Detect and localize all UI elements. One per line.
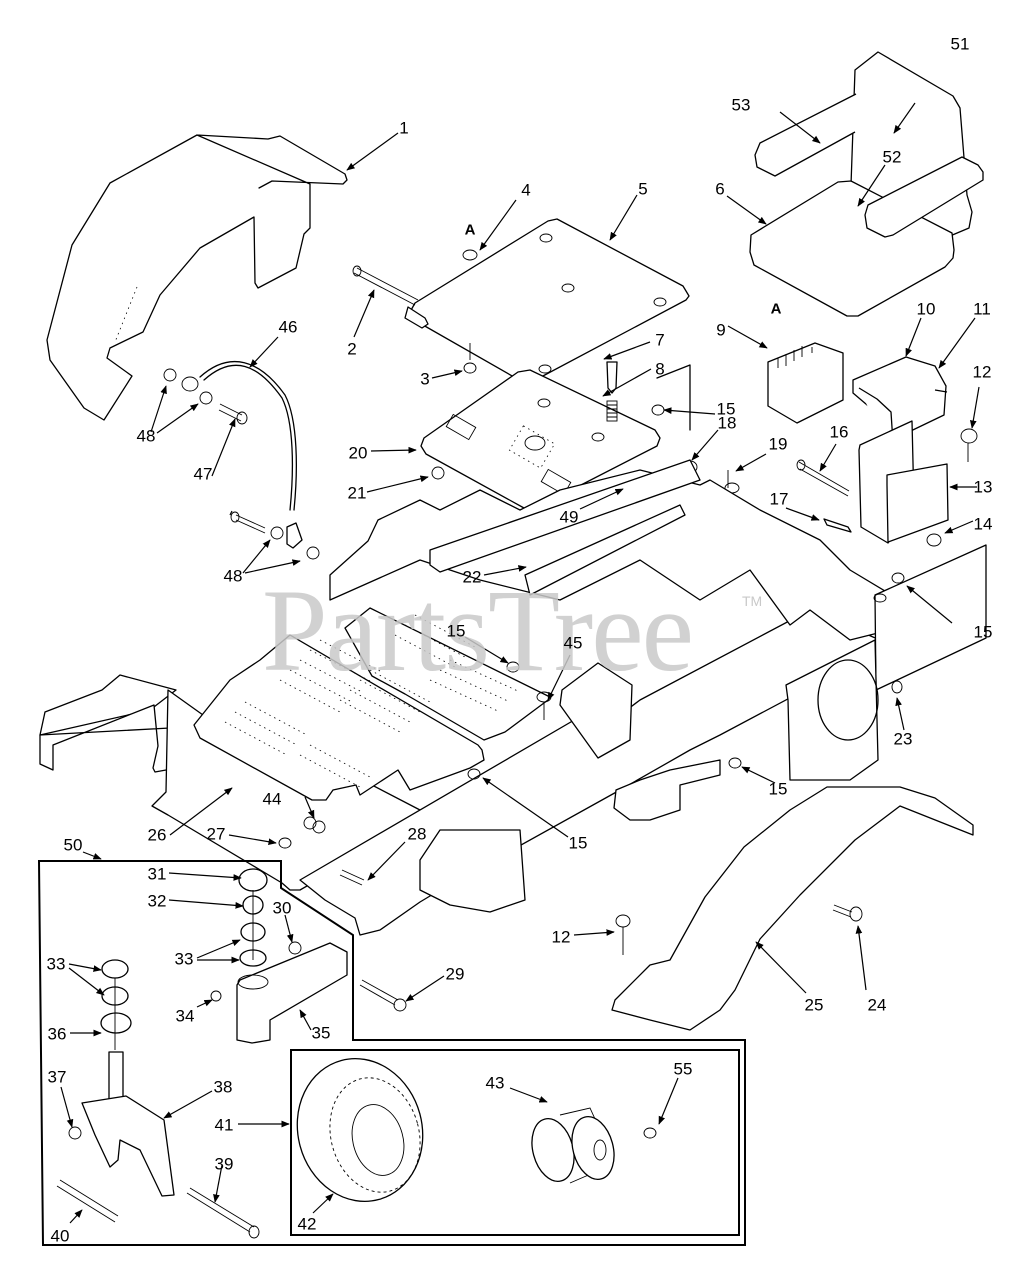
callout-39[interactable]: 39 [214, 1154, 234, 1174]
callout-34[interactable]: 34 [175, 1006, 195, 1026]
callout-33[interactable]: 33 [174, 949, 194, 969]
callout-47[interactable]: 47 [193, 464, 213, 484]
callout-15[interactable]: 15 [716, 399, 736, 419]
callout-32[interactable]: 32 [147, 891, 167, 911]
callout-12[interactable]: 12 [551, 927, 571, 947]
callout-41[interactable]: 41 [214, 1115, 234, 1135]
watermark-trademark: TM [742, 593, 763, 609]
callout-53[interactable]: 53 [731, 95, 751, 115]
callout-29[interactable]: 29 [445, 964, 465, 984]
callout-27[interactable]: 27 [206, 824, 226, 844]
callout-28[interactable]: 28 [407, 824, 427, 844]
seat-assembly [749, 51, 984, 317]
view-tag-a: A [464, 221, 476, 239]
callout-7[interactable]: 7 [655, 330, 665, 350]
callout-19[interactable]: 19 [768, 434, 788, 454]
callout-15[interactable]: 15 [768, 779, 788, 799]
callout-4[interactable]: 4 [521, 180, 531, 200]
callout-48[interactable]: 48 [223, 566, 243, 586]
callout-17[interactable]: 17 [769, 489, 789, 509]
callout-13[interactable]: 13 [973, 477, 993, 497]
callout-23[interactable]: 23 [893, 729, 913, 749]
callout-18[interactable]: 18 [717, 413, 737, 433]
main-frame [39, 459, 987, 1031]
callout-52[interactable]: 52 [882, 147, 902, 167]
callout-16[interactable]: 16 [829, 422, 849, 442]
battery-cable-parts [163, 360, 320, 560]
callout-26[interactable]: 26 [147, 825, 167, 845]
callout-48[interactable]: 48 [136, 426, 156, 446]
callout-55[interactable]: 55 [673, 1059, 693, 1079]
callout-44[interactable]: 44 [262, 789, 282, 809]
callout-43[interactable]: 43 [485, 1073, 505, 1093]
callout-33[interactable]: 33 [46, 954, 66, 974]
caster-assembly-box [37, 860, 746, 1246]
callout-24[interactable]: 24 [867, 995, 887, 1015]
callout-6[interactable]: 6 [715, 179, 725, 199]
left-fender-part [46, 134, 348, 421]
callout-leaders [60, 102, 980, 1224]
view-tag-a: A [770, 300, 782, 318]
callout-8[interactable]: 8 [655, 359, 665, 379]
callout-15[interactable]: 15 [568, 833, 588, 853]
callout-42[interactable]: 42 [297, 1214, 317, 1234]
callout-2[interactable]: 2 [347, 339, 357, 359]
callout-50[interactable]: 50 [63, 835, 83, 855]
callout-37[interactable]: 37 [47, 1067, 67, 1087]
callout-14[interactable]: 14 [973, 514, 993, 534]
callout-11[interactable]: 11 [973, 299, 991, 319]
callout-30[interactable]: 30 [272, 898, 292, 918]
callout-25[interactable]: 25 [804, 995, 824, 1015]
callout-40[interactable]: 40 [50, 1226, 70, 1246]
callout-1[interactable]: 1 [399, 118, 409, 138]
footplate-perforations [224, 614, 521, 788]
callout-5[interactable]: 5 [638, 179, 648, 199]
callout-15[interactable]: 15 [446, 621, 466, 641]
callout-46[interactable]: 46 [278, 317, 298, 337]
callout-10[interactable]: 10 [916, 299, 936, 319]
callout-45[interactable]: 45 [563, 633, 583, 653]
callout-49[interactable]: 49 [559, 507, 579, 527]
callout-21[interactable]: 21 [347, 483, 367, 503]
callout-36[interactable]: 36 [47, 1024, 67, 1044]
callout-38[interactable]: 38 [213, 1077, 233, 1097]
callout-3[interactable]: 3 [420, 369, 430, 389]
callout-9[interactable]: 9 [716, 320, 726, 340]
callout-35[interactable]: 35 [311, 1023, 331, 1043]
callout-22[interactable]: 22 [462, 567, 482, 587]
callout-31[interactable]: 31 [147, 864, 167, 884]
callout-12[interactable]: 12 [972, 362, 992, 382]
battery-and-box-parts [724, 342, 978, 547]
callout-15[interactable]: 15 [973, 622, 993, 642]
callout-20[interactable]: 20 [348, 443, 368, 463]
callout-51[interactable]: 51 [950, 34, 970, 54]
